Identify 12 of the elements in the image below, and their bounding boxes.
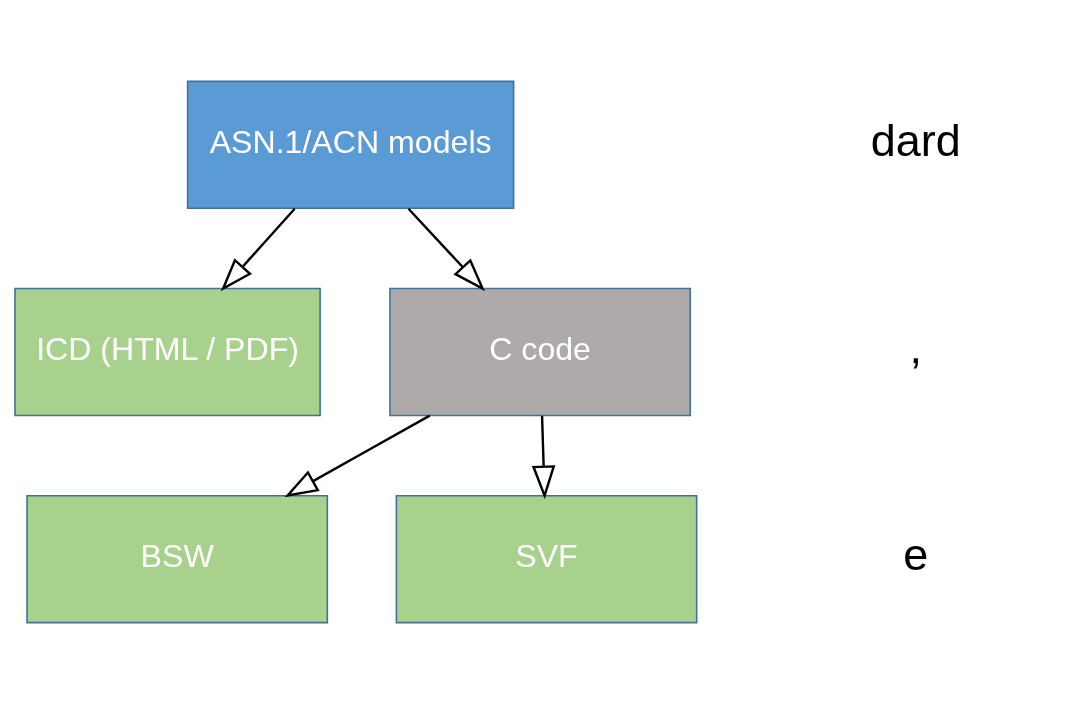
label: dard [870, 114, 961, 166]
label: e [903, 529, 929, 581]
node-box: BSW [26, 494, 329, 624]
node-box: C code [389, 287, 692, 417]
arrow [220, 207, 296, 292]
node-box: ICD (HTML / PDF) [14, 287, 321, 417]
node-box: ASN.1/ACN models [186, 80, 515, 210]
label: , [909, 322, 923, 374]
node-box: SVF [395, 494, 698, 624]
arrow [407, 207, 486, 292]
arrow [284, 414, 431, 498]
arrow [531, 415, 556, 500]
